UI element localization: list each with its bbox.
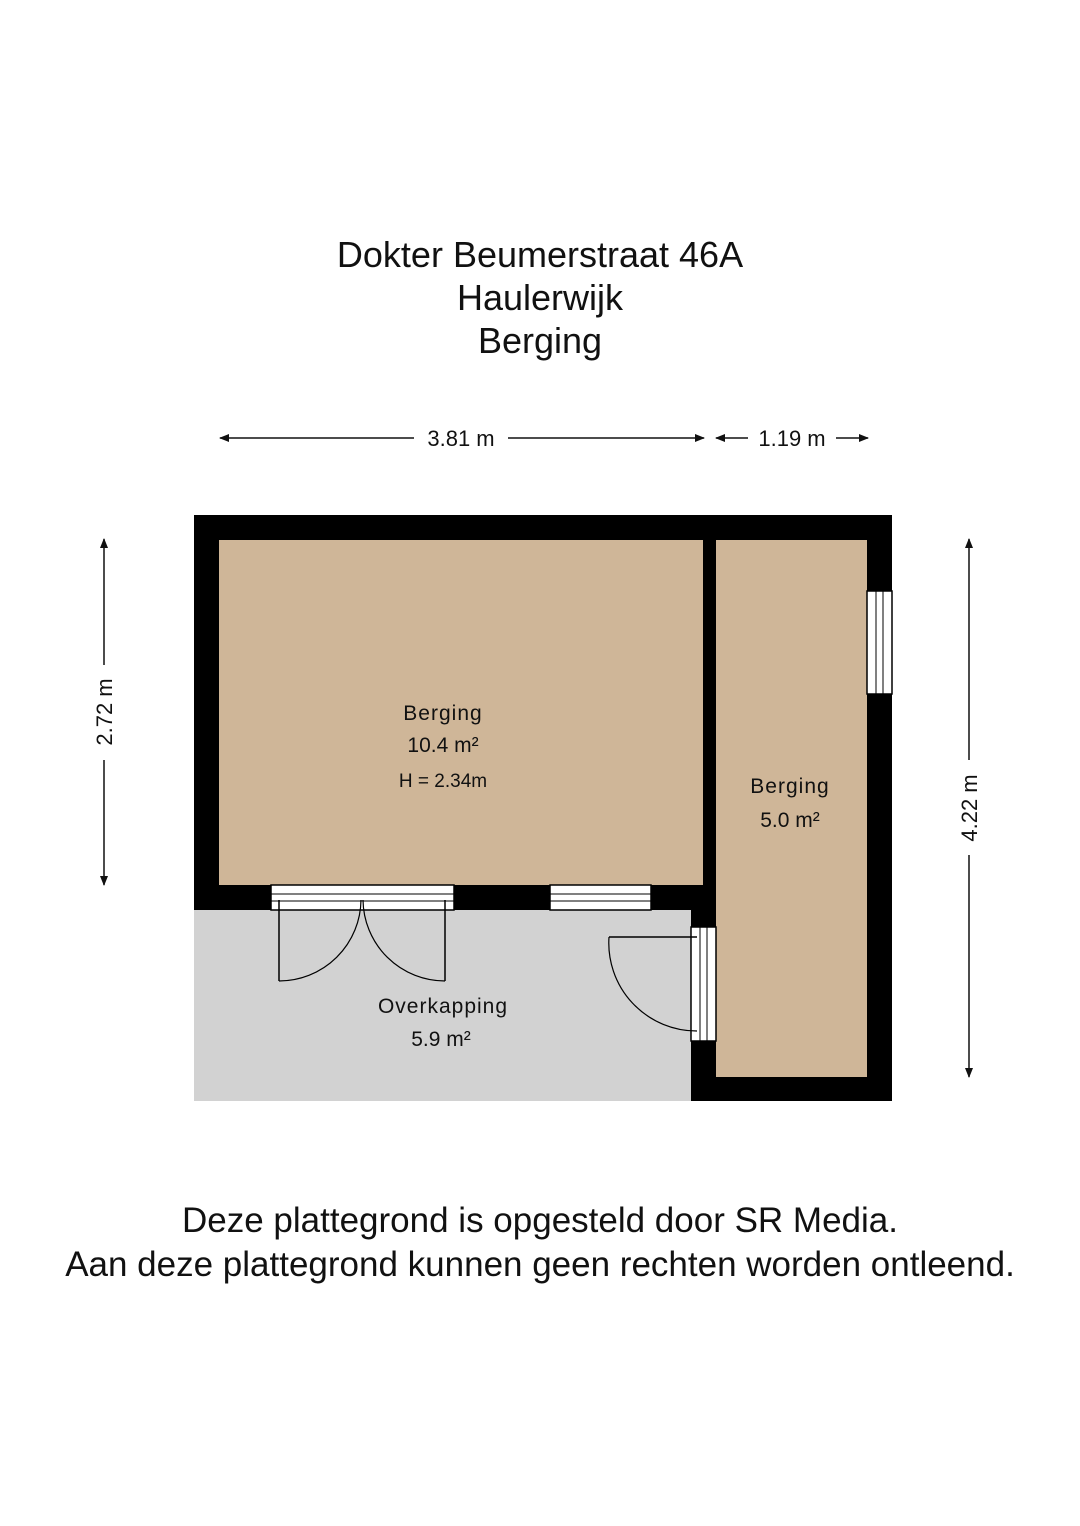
window-bottom-wall xyxy=(549,884,652,911)
dimension-top-right: 1.19 m xyxy=(715,426,869,451)
dimension-right: 4.22 m xyxy=(957,538,982,1078)
double-door xyxy=(270,884,455,982)
room-name-berging-side: Berging xyxy=(750,775,829,798)
floor-title: Berging xyxy=(477,320,603,361)
overkapping-area xyxy=(194,910,691,1101)
city-title: Haulerwijk xyxy=(456,277,624,318)
dimension-top-left: 3.81 m xyxy=(219,426,705,451)
room-area-berging-side: 5.0 m² xyxy=(760,809,820,832)
berging-main-floor xyxy=(219,540,703,885)
dimension-label-top-left: 3.81 m xyxy=(427,426,494,451)
dimension-label-right: 4.22 m xyxy=(957,774,982,841)
room-name-overkapping: Overkapping xyxy=(378,995,508,1018)
disclaimer: Deze plattegrond is opgesteld door SR Me… xyxy=(0,1199,1080,1287)
dimension-label-top-right: 1.19 m xyxy=(758,426,825,451)
address-title: Dokter Beumerstraat 46A xyxy=(336,234,744,275)
disclaimer-line-1: Deze plattegrond is opgesteld door SR Me… xyxy=(182,1201,898,1240)
walls xyxy=(194,515,892,1101)
title-block: Dokter Beumerstraat 46A Haulerwijk Bergi… xyxy=(0,233,1080,362)
room-area-overkapping: 5.9 m² xyxy=(411,1028,471,1051)
dimension-label-left: 2.72 m xyxy=(92,678,117,745)
disclaimer-line-2: Aan deze plattegrond kunnen geen rechten… xyxy=(65,1245,1015,1284)
dimension-left: 2.72 m xyxy=(92,538,117,886)
room-name-berging-main: Berging xyxy=(403,702,482,725)
berging-side-floor xyxy=(716,540,867,1077)
side-door xyxy=(608,926,717,1042)
room-area-berging-main: 10.4 m² xyxy=(407,734,478,757)
room-height-berging-main: H = 2.34m xyxy=(399,771,487,792)
window-right-wall xyxy=(866,590,893,695)
